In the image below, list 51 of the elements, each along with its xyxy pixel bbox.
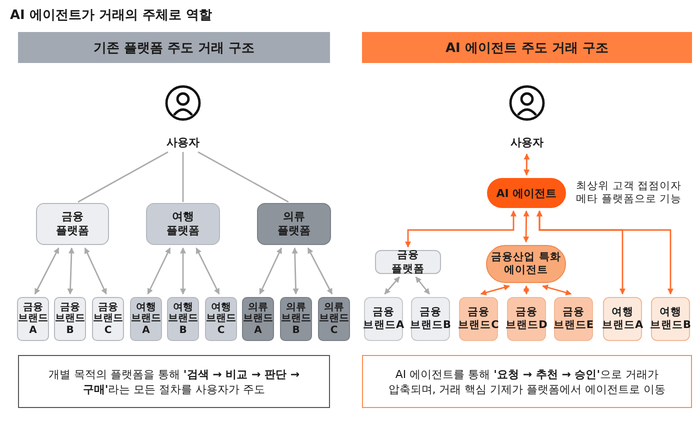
user-label: 사용자 bbox=[502, 134, 552, 151]
brand-box: 의류 브랜드 A bbox=[242, 297, 274, 341]
brand-box: 여행 브랜드B bbox=[651, 297, 690, 341]
arrow bbox=[523, 210, 530, 243]
arrow bbox=[307, 247, 333, 295]
platform-box: 여행 플랫폼 bbox=[146, 203, 220, 245]
arrow bbox=[415, 276, 430, 294]
arrow bbox=[523, 285, 530, 295]
brand-box: 금융 브랜드E bbox=[554, 297, 593, 341]
brand-box: 의류 브랜드 C bbox=[318, 297, 350, 341]
brand-box: 금융 브랜드D bbox=[507, 297, 546, 341]
connector-line bbox=[198, 151, 289, 203]
user-label: 사용자 bbox=[158, 134, 208, 151]
arrow bbox=[536, 210, 674, 295]
header-band: 기존 플랫폼 주도 거래 구조 bbox=[18, 32, 330, 63]
platform-box: 금융 플랫폼 bbox=[36, 203, 109, 245]
brand-box: 의류 브랜드 B bbox=[280, 297, 312, 341]
arrow bbox=[480, 284, 510, 296]
arrow bbox=[292, 247, 299, 295]
agent-pill: AI 에이전트 bbox=[487, 178, 566, 208]
connector-line bbox=[182, 152, 184, 202]
brand-box: 금융 브랜드 A bbox=[17, 297, 49, 341]
platform-box: 의류 플랫폼 bbox=[257, 203, 331, 245]
arrow bbox=[180, 247, 186, 295]
arrow bbox=[67, 247, 74, 295]
header-band: AI 에이전트 주도 거래 구조 bbox=[362, 32, 692, 63]
arrow bbox=[384, 276, 400, 294]
brand-box: 여행 브랜드 B bbox=[167, 297, 199, 341]
brand-box: 여행 브랜드 A bbox=[130, 297, 162, 341]
arrow bbox=[405, 210, 516, 248]
chart-title: AI 에이전트가 거래의 주체로 역할 bbox=[10, 7, 212, 24]
brand-box: 금융 브랜드A bbox=[364, 297, 403, 341]
note-box: 개별 목적의 플랫폼을 통해 '검색 → 비교 → 판단 → 구매'라는 모든 절차를 사용자가 주도 bbox=[18, 355, 330, 408]
brand-box: 금융 브랜드 C bbox=[92, 297, 124, 341]
brand-box: 금융 브랜드C bbox=[459, 297, 498, 341]
brand-box: 여행 브랜드 C bbox=[205, 297, 237, 341]
annotation-text: 최상위 고객 접점이자 메타 플랫폼으로 기능 bbox=[576, 180, 683, 206]
arrow bbox=[196, 247, 220, 295]
brand-box: 여행 브랜드A bbox=[603, 297, 642, 341]
arrow bbox=[84, 247, 107, 295]
arrow bbox=[259, 247, 282, 295]
arrow bbox=[524, 153, 530, 176]
brand-box: 금융 브랜드B bbox=[411, 297, 450, 341]
arrow bbox=[542, 284, 572, 296]
platform-box: 금융 플랫폼 bbox=[375, 250, 441, 274]
connector-line bbox=[78, 151, 168, 203]
arrow bbox=[34, 247, 60, 295]
arrow bbox=[147, 247, 171, 295]
brand-box: 금융 브랜드 B bbox=[54, 297, 86, 341]
note-box: AI 에이전트를 통해 '요청 → 추천 → 승인'으로 거래가 압축되며, 거래 핵심 기제가 플랫폼에서 에이전트로 이동 bbox=[362, 355, 692, 408]
agent-pill: 금융산업 특화 에이전트 bbox=[486, 245, 566, 283]
